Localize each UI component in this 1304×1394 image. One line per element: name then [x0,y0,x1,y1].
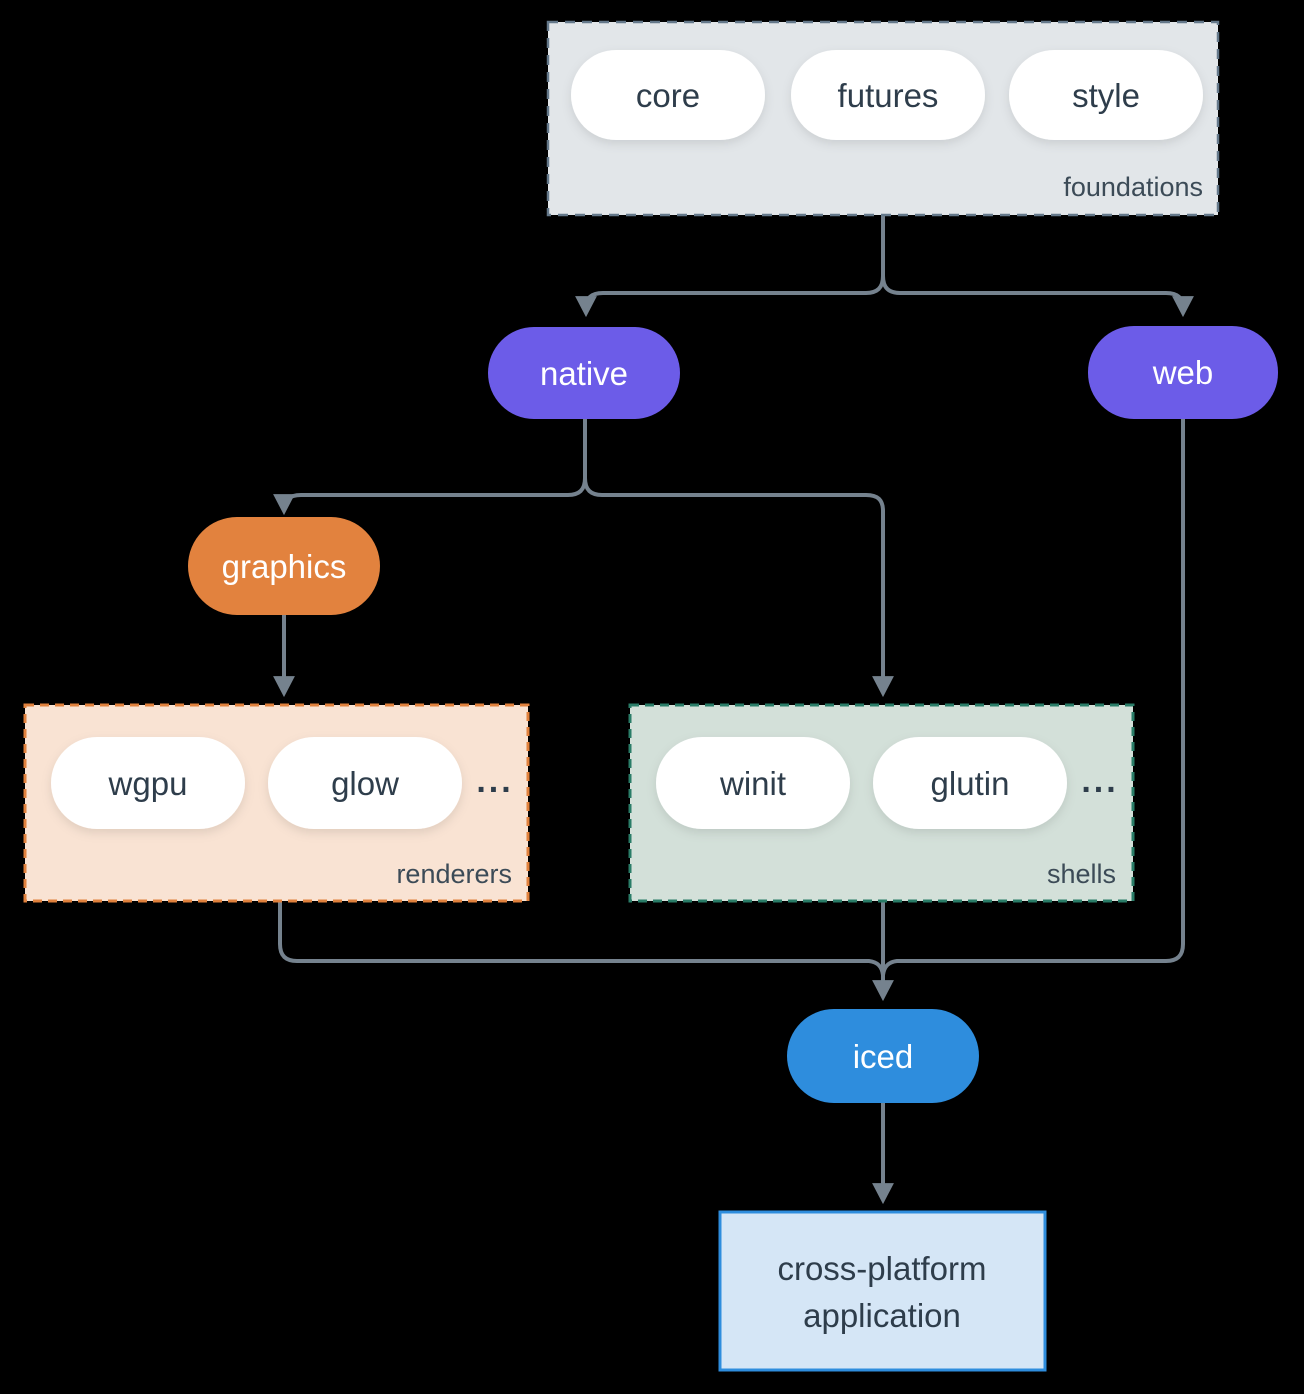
group-renderers: wgpu glow ... renderers [23,703,530,903]
group-foundations: core futures style foundations [546,20,1220,217]
pill-core: core [571,50,765,140]
node-native-shape [488,327,680,419]
pill-winit-shape [656,737,850,829]
node-application-label-line2: application [803,1297,961,1334]
pill-style-label: style [1072,77,1140,114]
node-graphics: graphics [188,517,380,615]
node-web-shape [1088,326,1278,419]
pill-futures: futures [791,50,985,140]
pill-glutin-shape [873,737,1067,829]
pill-winit-label: winit [719,765,786,802]
node-iced-shape [787,1009,979,1103]
edge-native-to-shells [583,419,894,698]
foundations-group-label: foundations [1063,172,1203,202]
group-shells: winit glutin ... shells [628,703,1135,903]
node-iced-label: iced [853,1038,914,1075]
pill-core-label: core [636,77,700,114]
node-native: native [488,327,680,419]
node-web: web [1088,326,1278,419]
edge-renderers-to-merge [278,901,885,976]
edge-native-to-graphics [273,419,587,516]
pill-glow: glow [268,737,462,829]
pill-futures-shape [791,50,985,140]
pill-style-shape [1009,50,1203,140]
edge-foundations-to-web [881,215,1194,318]
pill-glow-shape [268,737,462,829]
pill-futures-label: futures [838,77,939,114]
pill-glutin: glutin [873,737,1067,829]
edges [273,215,1194,1205]
edge-web-to-merge [881,419,1185,976]
node-native-label: native [540,355,628,392]
renderers-group-label: renderers [396,859,512,889]
node-application-label-line1: cross-platform [777,1250,986,1287]
node-graphics-shape [188,517,380,615]
pill-glow-label: glow [331,765,399,802]
pill-wgpu-label: wgpu [108,765,188,802]
node-web-label: web [1152,354,1214,391]
pill-wgpu: wgpu [51,737,245,829]
edge-foundations-to-native [575,215,885,318]
node-application-shape [718,1210,1047,1372]
pill-core-shape [571,50,765,140]
pill-winit: winit [656,737,850,829]
shells-group-label: shells [1047,859,1116,889]
pill-wgpu-shape [51,737,245,829]
node-application: cross-platform application [718,1210,1047,1372]
node-iced: iced [787,1009,979,1103]
pill-glutin-label: glutin [931,765,1010,802]
node-graphics-label: graphics [222,548,347,585]
pill-style: style [1009,50,1203,140]
shells-ellipsis: ... [1081,762,1118,800]
renderers-ellipsis: ... [476,762,513,800]
